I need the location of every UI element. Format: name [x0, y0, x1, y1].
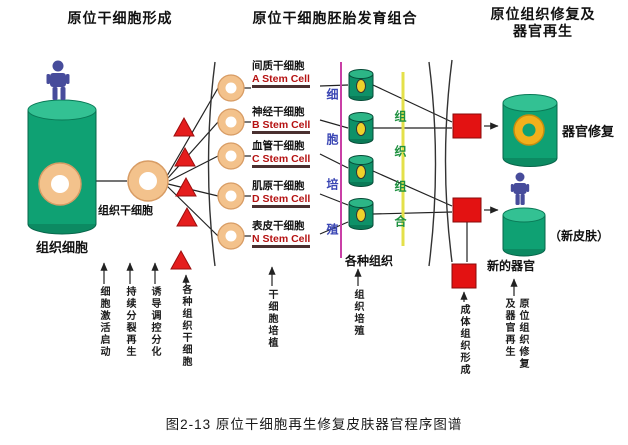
process-step-differentiation: 诱导调控分化 [149, 286, 160, 358]
tissue-stem-cell-donut [127, 160, 169, 202]
stem-cell-n-cn: 表皮干细胞 [252, 220, 305, 232]
inducer-triangles [170, 116, 198, 270]
header-left: 原位干细胞形成 [67, 10, 173, 26]
process-step-repair-col-a: 及器官再生 [503, 298, 514, 358]
stem-cell-c-en: C Stem Cell [252, 153, 311, 168]
person-icon-small [510, 172, 530, 205]
tissue-capsules [348, 69, 374, 230]
connector-lines [96, 84, 499, 262]
stem-cell-d-en: D Stem Cell [252, 193, 311, 208]
organ-repair-label: 器官修复 [562, 124, 615, 139]
stem-cell-b-cn: 神经干细胞 [252, 106, 305, 118]
vertical-text-tissue-combination: 组织组合 [393, 110, 407, 250]
tissue-cells-label: 组织细胞 [35, 240, 88, 255]
section-brackets [207, 59, 453, 267]
stem-cell-donuts [217, 74, 245, 250]
header-right-line2: 器官再生 [513, 23, 573, 39]
header-middle: 原位干细胞胚胎发育组合 [252, 10, 418, 26]
various-tissues-label: 各种组织 [344, 254, 393, 268]
stem-cell-c-cn: 血管干细胞 [252, 140, 305, 152]
person-icon [46, 60, 70, 100]
process-step-cell-activation: 细胞激活启动 [98, 286, 109, 358]
stem-cell-b-en: B Stem Cell [252, 119, 311, 134]
figure-caption: 图2-13 原位干细胞再生修复皮肤器官程序图谱 [165, 417, 463, 432]
new-organ-label: 新的器官 [487, 259, 536, 273]
organ-repair-cylinder [502, 94, 558, 167]
new-skin-cylinder [502, 207, 546, 257]
new-skin-label: （新皮肤） [549, 229, 610, 243]
process-arrows [100, 262, 518, 302]
stem-cell-a-cn: 间质干细胞 [252, 60, 305, 72]
process-step-tissue-culture: 组织培殖 [352, 289, 363, 337]
tissue-cells-cylinder [27, 99, 97, 235]
process-step-repair-col-b: 原位组织修复 [517, 298, 528, 370]
stem-cell-n-en: N Stem Cell [252, 233, 311, 248]
stem-cell-d-cn: 肌原干细胞 [252, 180, 305, 192]
process-step-division: 持续分裂再生 [124, 286, 135, 358]
process-squares [451, 113, 482, 289]
stem-cell-a-en: A Stem Cell [252, 73, 310, 88]
vertical-text-cell-cultivation: 细胞培殖 [325, 88, 339, 268]
header-right-line1: 原位组织修复及 [490, 6, 596, 22]
process-step-stemcell-culture: 干细胞培植 [266, 289, 277, 349]
process-step-various-stem-cells: 各种组织干细胞 [180, 284, 191, 368]
tissue-stem-cells-label: 组织干细胞 [98, 205, 153, 217]
process-step-adult-tissue: 成体组织形成 [458, 304, 469, 376]
